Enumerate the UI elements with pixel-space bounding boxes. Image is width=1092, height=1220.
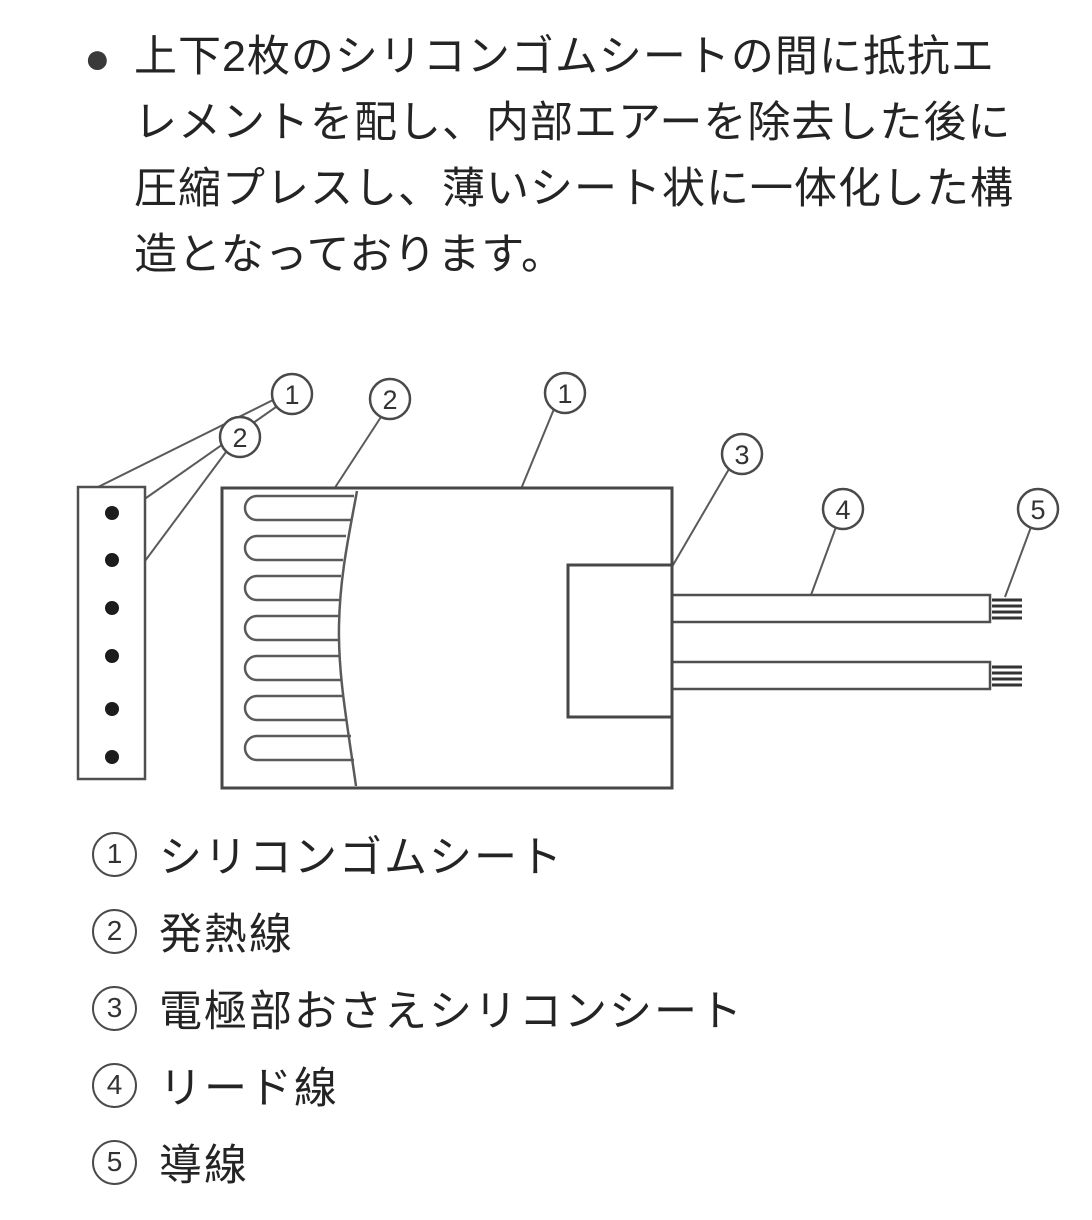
heating-wire-dot — [105, 506, 119, 520]
callout-leader-line — [520, 408, 555, 490]
callout-circle — [1016, 487, 1060, 531]
legend-number-1: 1 — [92, 831, 137, 877]
heating-element-finger — [243, 694, 347, 722]
intro-paragraph: ● 上下2枚のシリコンゴムシートの間に抵抗エ レメントを配し、内部エアーを除去し… — [84, 24, 1064, 288]
callout-leader-line — [810, 526, 837, 596]
conductor-strands-top — [992, 598, 1022, 620]
callout-number: 1 — [557, 379, 572, 409]
conductor-strands-bottom — [992, 665, 1022, 687]
heating-element-finger — [243, 534, 346, 562]
callout-number: 5 — [1030, 495, 1045, 525]
legend-number-5: 5 — [92, 1139, 137, 1185]
heater-structure-diagram: 1 2 2 1 3 4 5 — [76, 371, 1060, 790]
bullet-icon: ● — [84, 34, 111, 83]
heating-wire-dot — [105, 649, 119, 663]
legend-label-2: 発熱線 — [159, 911, 294, 959]
legend-number-2: 2 — [92, 908, 137, 954]
legend: 1 シリコンゴムシート 2 発熱線 3 電極部おさえシリコンシート 4 リード線… — [92, 830, 744, 1215]
pattern-cutoff-wave — [337, 490, 359, 787]
heating-element-finger — [243, 574, 341, 602]
sheet-side-view-outline — [76, 485, 147, 781]
intro-line: 造となっております。 — [134, 231, 565, 279]
callout-leader-line — [87, 399, 274, 493]
legend-number-4: 4 — [92, 1062, 137, 1108]
intro-line: 圧縮プレスし、薄いシート状に一体化した構 — [134, 165, 1014, 213]
callout-circle — [270, 372, 314, 416]
heating-wire-dots — [105, 506, 119, 764]
callout-number: 1 — [284, 380, 299, 410]
callout-1-top: 1 — [543, 371, 587, 415]
legend-label-3: 電極部おさえシリコンシート — [159, 988, 744, 1036]
lead-wire-top — [670, 593, 992, 624]
callout-number: 4 — [835, 495, 850, 525]
legend-item-1: 1 シリコンゴムシート — [92, 830, 744, 882]
callout-number: 3 — [734, 440, 749, 470]
callout-2-top: 2 — [368, 377, 412, 421]
legend-label-1: シリコンゴムシート — [159, 834, 564, 882]
heating-element-finger — [243, 614, 339, 642]
heating-wire-dot — [105, 750, 119, 764]
callout-leader-line — [1004, 526, 1032, 598]
heating-wire-dot — [105, 601, 119, 615]
legend-item-5: 5 導線 — [92, 1138, 744, 1190]
callout-circle — [543, 371, 587, 415]
callout-2-left: 2 — [218, 415, 262, 459]
legend-number-3: 3 — [92, 985, 137, 1031]
callout-5: 5 — [1016, 487, 1060, 531]
heating-element-finger — [243, 494, 354, 522]
callout-number: 2 — [232, 423, 247, 453]
legend-label-4: リード線 — [159, 1065, 339, 1113]
legend-item-4: 4 リード線 — [92, 1061, 744, 1113]
legend-item-2: 2 発熱線 — [92, 907, 744, 959]
callout-circle — [720, 432, 764, 476]
legend-item-3: 3 電極部おさえシリコンシート — [92, 984, 744, 1036]
callout-3: 3 — [720, 432, 764, 476]
intro-text: 上下2枚のシリコンゴムシートの間に抵抗エ レメントを配し、内部エアーを除去した後… — [84, 24, 1064, 288]
legend-label-5: 導線 — [159, 1142, 249, 1190]
heating-wire-dot — [105, 553, 119, 567]
intro-line: レメントを配し、内部エアーを除去した後に — [134, 99, 1012, 147]
callout-number: 2 — [382, 385, 397, 415]
heating-wire-dot — [105, 702, 119, 716]
callout-circle — [218, 415, 262, 459]
callout-1-left: 1 — [270, 372, 314, 416]
electrode-cover-outline — [566, 563, 674, 719]
lead-wire-bottom — [670, 660, 992, 691]
heating-element-finger — [243, 654, 341, 682]
callout-circle — [821, 487, 865, 531]
heating-element-pattern — [243, 490, 359, 787]
intro-line: 上下2枚のシリコンゴムシートの間に抵抗エ — [134, 33, 995, 81]
heating-element-finger — [243, 734, 354, 762]
callout-circle — [368, 377, 412, 421]
callout-4: 4 — [821, 487, 865, 531]
